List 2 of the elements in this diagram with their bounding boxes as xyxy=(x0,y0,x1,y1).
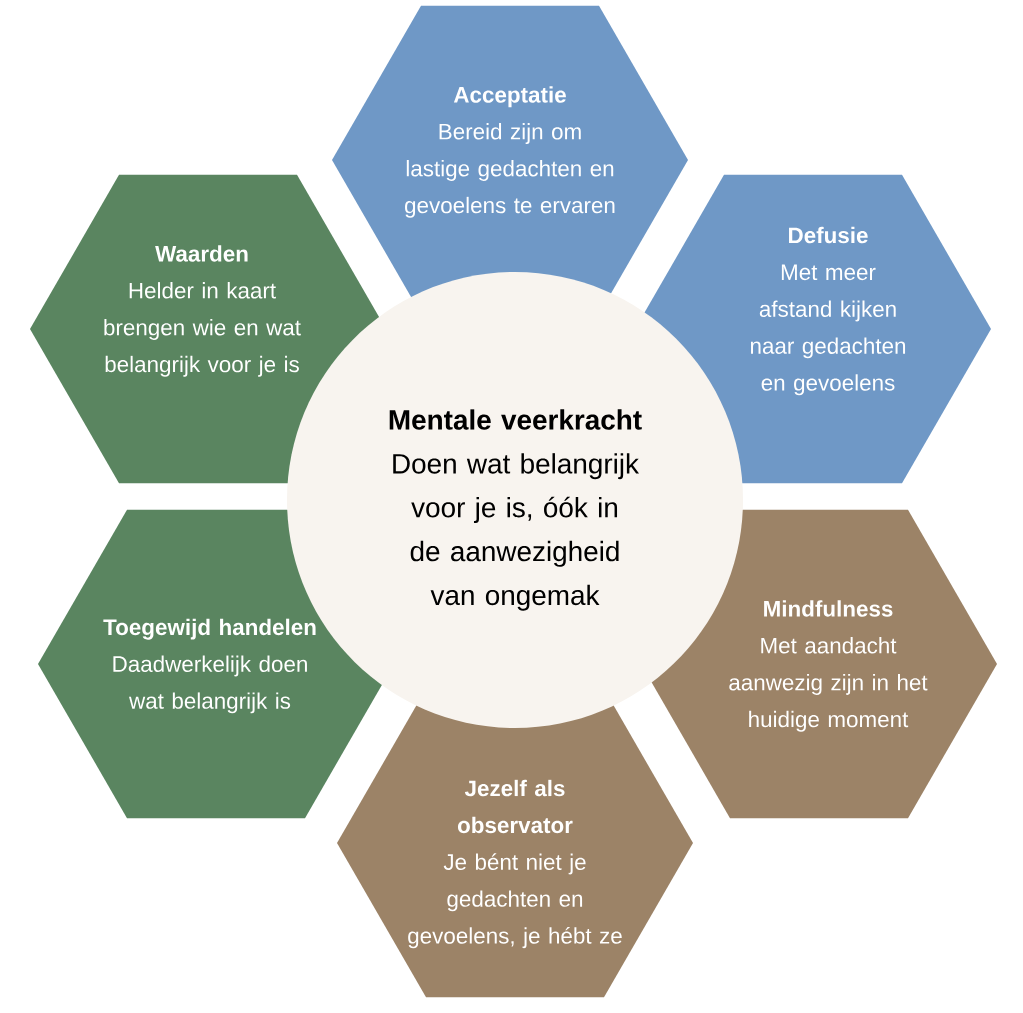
hexagon: Jezelf als observator Je bént niet je gedachten en gevoelens, je hébt ze xyxy=(337,688,693,998)
hexagon: Waarden Helder in kaart brengen wie en wat belangrijk voor je is xyxy=(30,174,386,484)
